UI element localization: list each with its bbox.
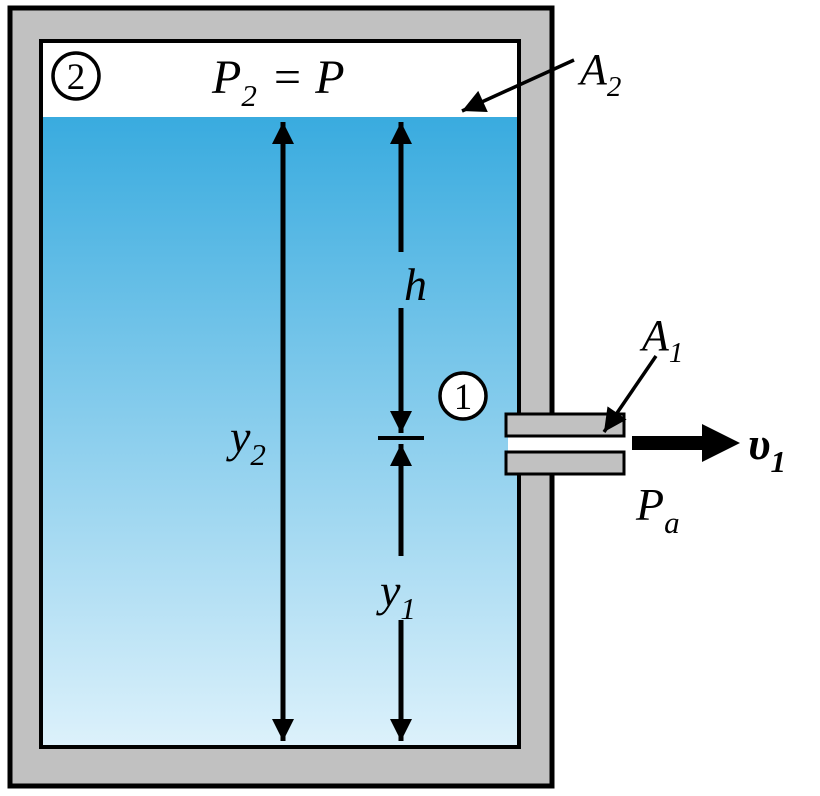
point-2-number: 2 [67, 57, 86, 98]
spout-channel [508, 435, 626, 453]
p2-base: P [211, 51, 241, 104]
label-y2: y2 [226, 411, 266, 472]
label-a2: A2 [577, 45, 621, 103]
v1-base: υ [748, 418, 771, 469]
point-2-circle [51, 51, 101, 101]
label-a1: A1 [639, 311, 683, 369]
y1-base: y [376, 565, 401, 616]
a1-pointer-arrow [602, 355, 658, 433]
point-1-circle [438, 371, 488, 421]
label-p2-equals-p: P2 = P [211, 51, 345, 113]
v1-sub: 1 [771, 444, 787, 479]
p2-eq: = P [271, 51, 345, 104]
y1-sub: 1 [400, 591, 416, 626]
label-y1: y1 [376, 565, 416, 626]
a2-pointer-arrow [461, 58, 575, 113]
a1-sub: 1 [669, 337, 684, 369]
point-1-number: 1 [454, 377, 473, 418]
spout-lower-wall [504, 450, 626, 476]
spout-upper-wall [504, 412, 626, 438]
pa-sub: a [664, 505, 680, 540]
velocity-arrow [632, 424, 740, 462]
label-v1: υ1 [748, 418, 786, 479]
pa-base: P [635, 479, 664, 530]
p2-sub: 2 [241, 78, 257, 113]
a2-base: A [577, 45, 608, 94]
a1-base: A [639, 311, 670, 360]
y2-base: y [226, 411, 251, 462]
label-pa: Pa [635, 479, 680, 540]
fluid [43, 117, 517, 745]
y2-sub: 2 [250, 437, 266, 472]
label-h: h [404, 259, 427, 310]
a2-sub: 2 [607, 71, 622, 103]
